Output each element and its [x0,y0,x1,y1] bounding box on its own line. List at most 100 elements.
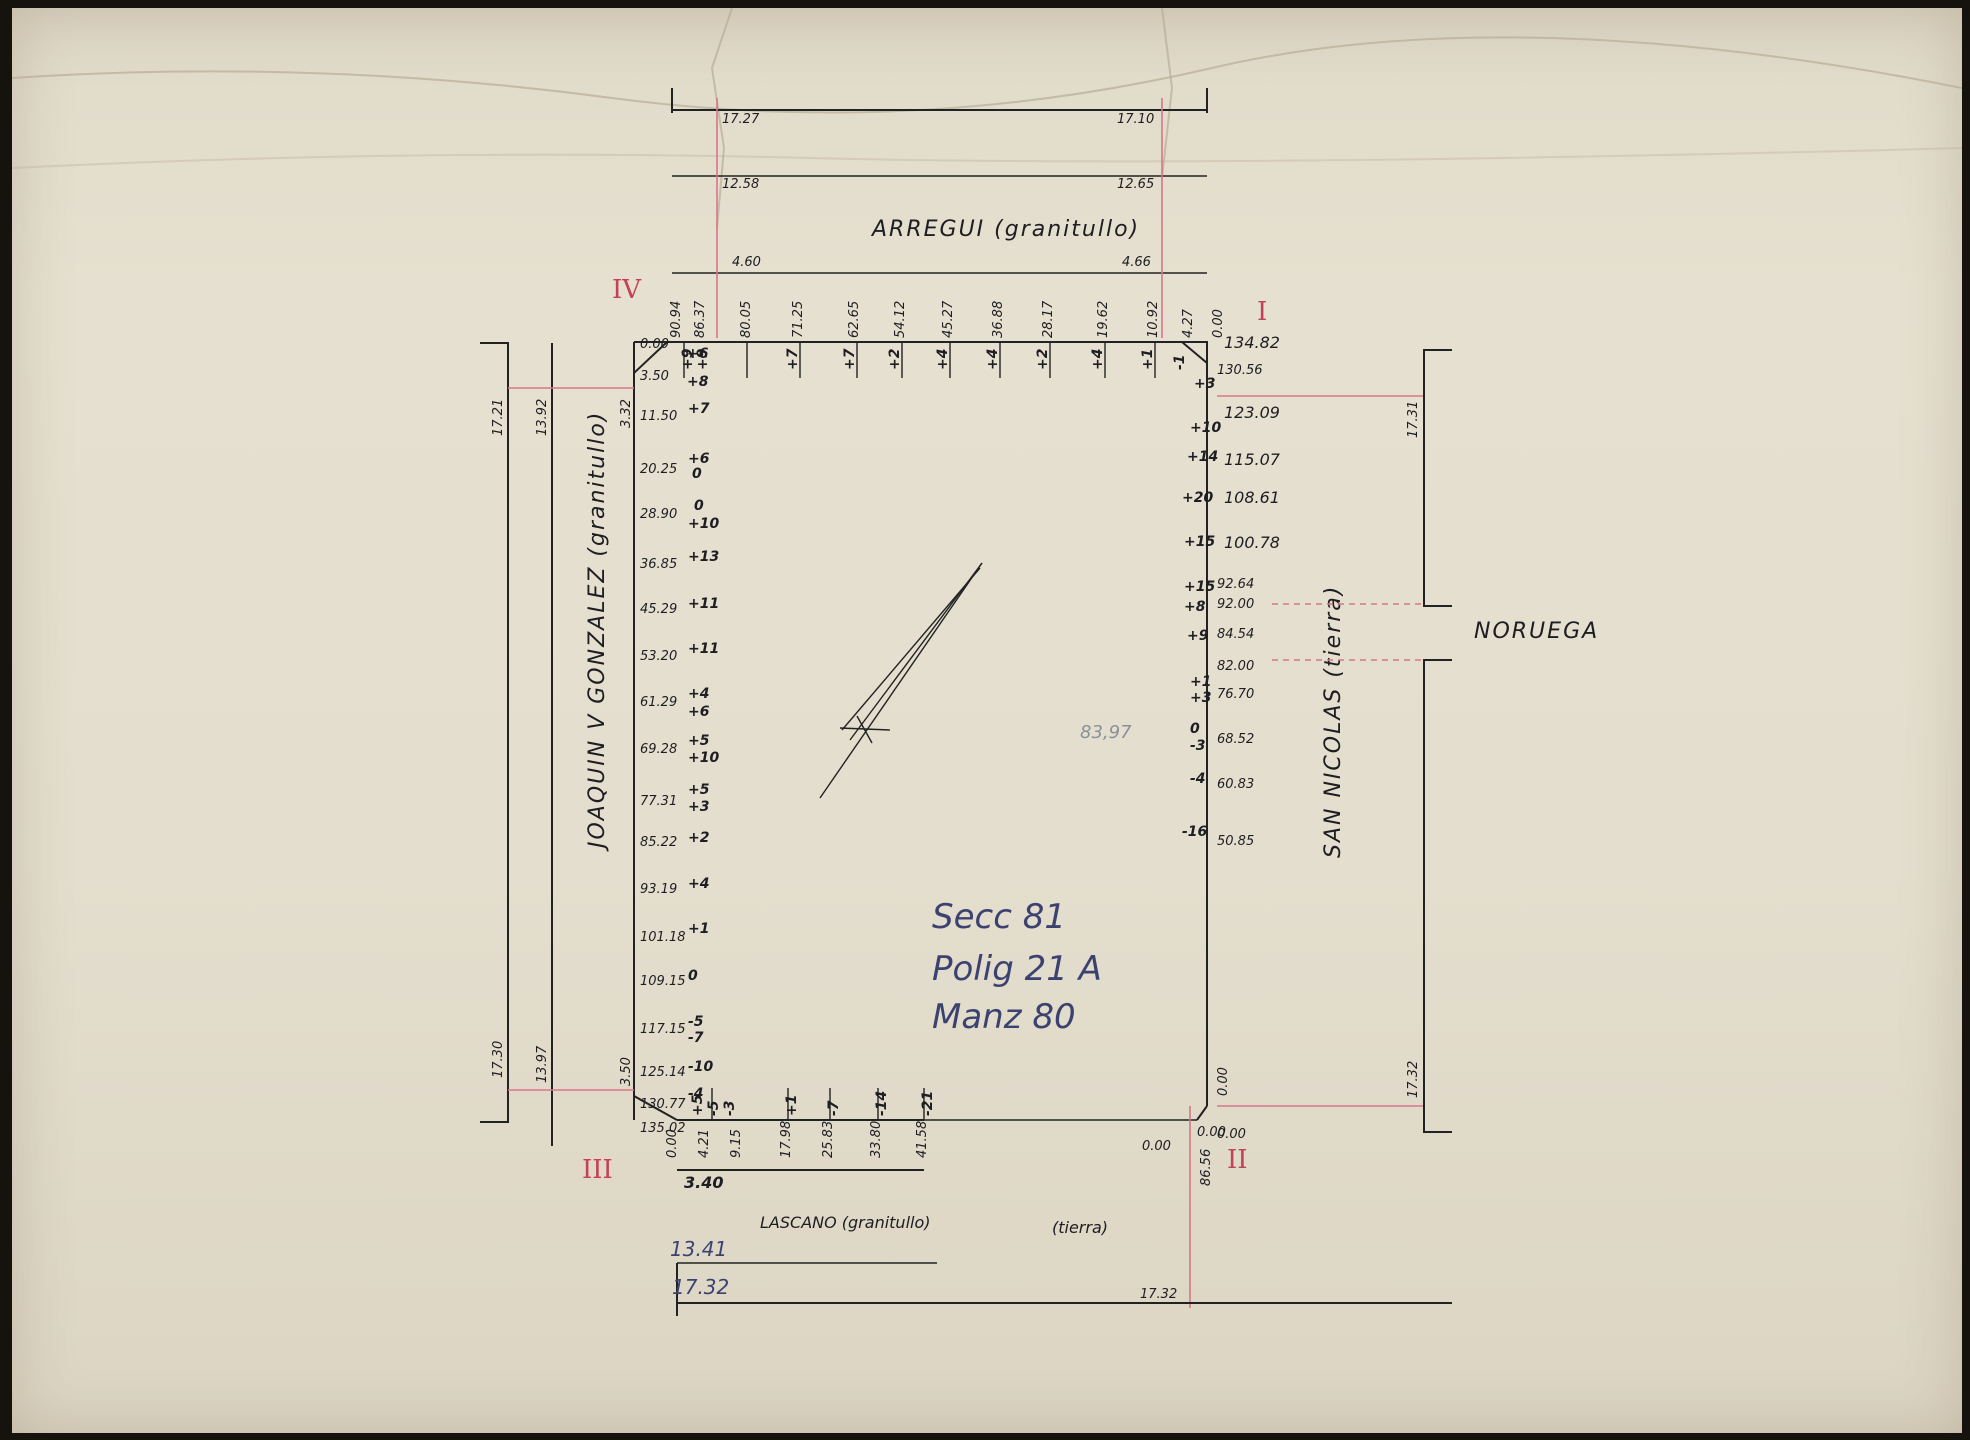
paper-crease [12,147,1962,169]
left-offset-label: +11 [688,596,719,612]
bottom-offset-label: -21 [920,1091,936,1116]
left-dim-c: 3.32 [619,399,634,428]
left-offset-label: +5 [688,733,710,749]
top-offset-label: +2 [887,349,903,370]
right-offset-label: +15 [1184,579,1215,595]
bottom-chainage-label: 0.00 [1142,1139,1171,1154]
left-offset-label: +6 [688,704,710,720]
right-dim-a: 17.31 [1406,401,1421,438]
right-chainage-label: 123.09 [1224,403,1280,422]
top-chainage-label: 45.27 [941,300,956,338]
right-chainage-label: 130.56 [1217,363,1263,378]
bottom-chainage-label: 9.15 [729,1129,744,1158]
block-section: Secc 81 [932,897,1066,937]
left-offset-label: +10 [688,750,719,766]
left-offset-label: +13 [688,549,719,565]
bottom-chainage-label: 33.80 [869,1121,884,1158]
top-dim-d: 12.65 [1117,177,1154,192]
top-dim-c: 12.58 [722,177,759,192]
left-chainage-label: 109.15 [640,974,686,989]
left-chainage-label: 101.18 [640,930,686,945]
left-chainage-label: 28.90 [640,507,677,522]
street-bottom-note: (tierra) [1052,1218,1108,1237]
bottom-chainage-label: 86.56 [1199,1149,1214,1186]
top-offset-label: +9 [695,348,711,370]
bottom-dim-c: 17.32 [672,1275,729,1299]
paper-crease [12,36,1962,114]
left-chainage-label: 45.29 [640,602,677,617]
left-offset-label: -7 [688,1030,704,1046]
top-offset-label: -1 [1172,354,1188,370]
top-chainage-label: 10.92 [1146,301,1161,338]
right-chainage-label: 60.83 [1217,777,1254,792]
street-right-label: SAN NICOLAS (tierra) [1321,585,1346,858]
bottom-offset-label: +5 [690,1094,706,1116]
bottom-offset-label: -7 [826,1100,842,1116]
top-chainage-label: 19.62 [1096,301,1111,338]
right-offset-label: +8 [1184,599,1206,615]
bottom-chainage-label: 17.98 [779,1121,794,1158]
left-offset-label: +11 [688,641,719,657]
top-offset-label: +7 [842,348,858,370]
right-chainage-label: 76.70 [1217,687,1254,702]
right-offset-label: +15 [1184,534,1215,550]
right-chainage-label: 50.85 [1217,834,1254,849]
corner-label-i: I [1257,297,1267,327]
left-dim-a: 17.21 [491,399,506,436]
right-chainage-label: 92.00 [1217,597,1254,612]
right-offset-label: +3 [1194,376,1215,392]
left-offset-label: +4 [688,876,709,892]
left-offset-label: +2 [688,830,709,846]
block-survey-plan: 17.27 17.10 12.58 12.65 4.60 4.66 ARREGU… [12,8,1962,1316]
top-chainage-label: 4.27 [1181,308,1196,338]
left-offset-label: +1 [688,921,709,937]
bottom-chainage-label: 25.83 [821,1121,836,1158]
right-chainage-label: 84.54 [1217,627,1254,642]
bottom-offset-group: +5 -5 -3 +1 -7 -14 -21 [690,1088,936,1120]
block-polygon: Polig 21 A [932,949,1102,989]
right-chainage-label: 92.64 [1217,577,1254,592]
left-chainage-label: 125.14 [640,1065,686,1080]
top-dim-b: 17.10 [1117,112,1154,127]
right-offset-label: -4 [1190,771,1206,787]
bottom-offset-label: -14 [874,1091,890,1116]
bottom-chainage-label: 41.58 [915,1121,930,1158]
right-chainage-label: 134.82 [1224,333,1280,352]
bottom-chainage-group: 0.00 4.21 9.15 17.98 25.83 33.80 41.58 0… [665,1121,1214,1186]
left-offset-label: +3 [688,799,709,815]
left-offset-label: -10 [688,1059,714,1075]
left-offset-group: +6 +8 +7 +6 0 0 +10 +13 +11 +11 +4 +6 +5… [687,346,719,1102]
street-top-label: ARREGUI (granitullo) [870,217,1140,242]
top-chainage-label: 80.05 [739,301,754,338]
right-offset-label: +14 [1187,449,1218,465]
left-offset-label: +8 [687,374,709,390]
corner-label-iv: IV [612,275,642,305]
bottom-chainage-label: 0.00 [665,1129,680,1158]
right-chainage-label: 108.61 [1224,488,1280,507]
bottom-offset-label: -5 [706,1100,722,1116]
left-chainage-label: 61.29 [640,695,677,710]
left-chainage-label: 3.50 [640,369,669,384]
corner-label-iii: III [582,1155,613,1185]
left-offset-label: 0 [692,466,702,482]
bottom-offset-label: -3 [722,1100,738,1116]
top-chainage-label: 54.12 [893,301,908,338]
street-bottom-label: LASCANO (granitullo) [760,1213,930,1232]
top-dim-a: 17.27 [722,112,760,127]
top-dim-f: 4.66 [1122,255,1151,270]
left-chainage-label: 11.50 [640,409,677,424]
bottom-dim-a: 3.40 [684,1173,723,1192]
top-offset-label: +9 [680,348,696,370]
top-offset-label: +2 [1035,349,1051,370]
left-dim-bracket-outer [480,342,509,1123]
left-dim-b: 13.92 [535,399,550,436]
right-offset-label: 0 [1190,721,1200,737]
left-offset-label: +6 [687,346,709,362]
left-chainage-label: 77.31 [640,794,677,809]
left-offset-label: +4 [688,686,709,702]
top-offset-label: +4 [985,349,1001,370]
right-offset-label: -16 [1182,824,1208,840]
right-dim-b: 17.32 [1406,1061,1421,1098]
block-manzana: Manz 80 [932,997,1076,1037]
left-offset-label: 0 [688,968,698,984]
